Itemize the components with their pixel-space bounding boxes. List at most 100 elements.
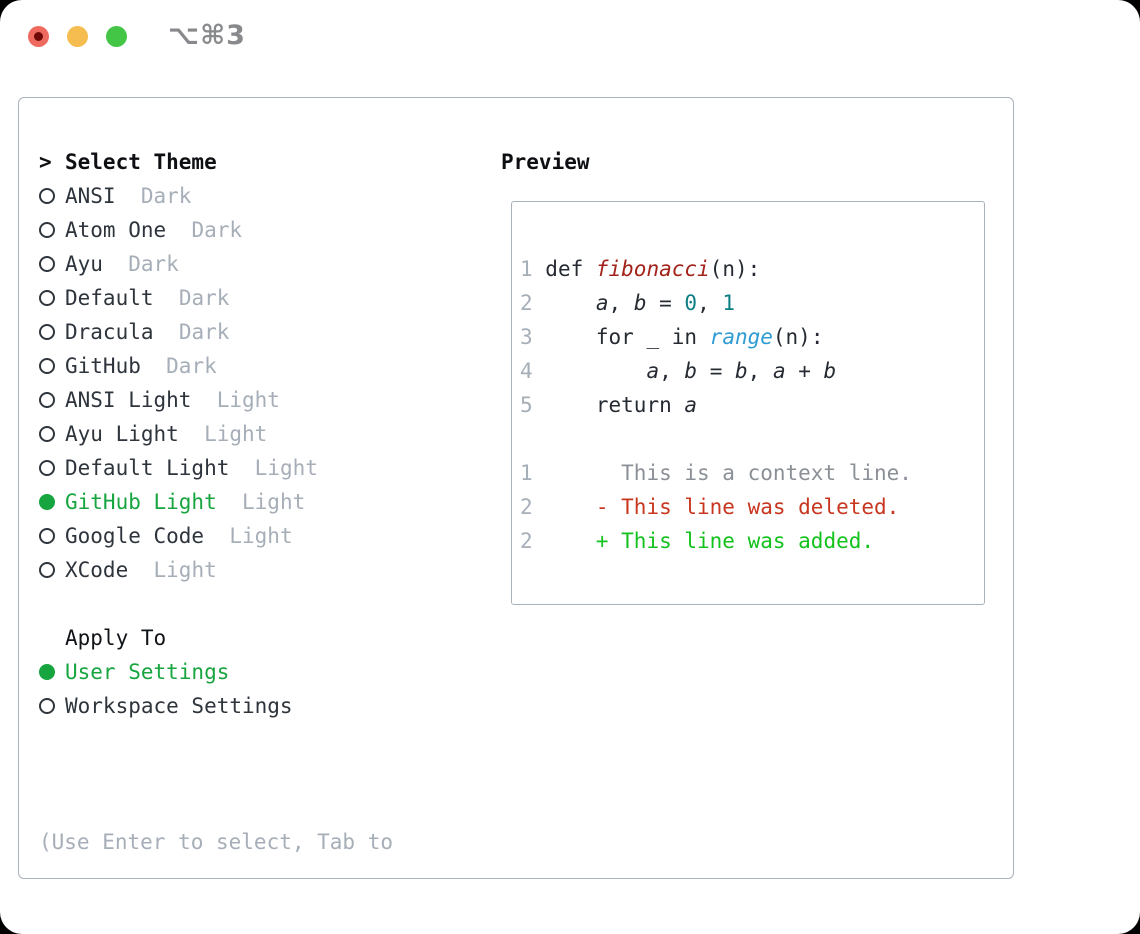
theme-option-default[interactable]: Default Dark bbox=[39, 281, 489, 315]
code-token: for _ in bbox=[545, 325, 710, 349]
theme-option-ayu-light[interactable]: Ayu Light Light bbox=[39, 417, 489, 451]
theme-variant: Dark bbox=[128, 184, 192, 208]
code-token bbox=[545, 359, 646, 383]
diff-line-added: 2 + This line was added. bbox=[520, 524, 984, 558]
code-token bbox=[545, 291, 596, 315]
theme-name: Default Light bbox=[65, 456, 230, 480]
code-token: 1 bbox=[722, 291, 736, 315]
hint-line-2: change focus) bbox=[39, 927, 489, 934]
line-number: 1 bbox=[520, 461, 533, 485]
theme-variant: Dark bbox=[115, 252, 179, 276]
code-line: 3 for _ in range(n): bbox=[520, 320, 984, 354]
theme-name: ANSI bbox=[65, 184, 116, 208]
theme-variant: Dark bbox=[153, 354, 217, 378]
theme-name: Google Code bbox=[65, 524, 205, 548]
code-token: , bbox=[747, 359, 773, 383]
radio-unselected-icon bbox=[39, 222, 65, 238]
line-number: 2 bbox=[520, 495, 533, 519]
line-number: 2 bbox=[520, 529, 533, 553]
radio-unselected-icon bbox=[39, 324, 65, 340]
code-line: 1 def fibonacci(n): bbox=[520, 252, 984, 286]
theme-name: Atom One bbox=[65, 218, 167, 242]
radio-unselected-icon bbox=[39, 562, 65, 578]
theme-option-github-light[interactable]: GitHub Light Light bbox=[39, 485, 489, 519]
diff-line-context: 1 This is a context line. bbox=[520, 456, 984, 490]
code-token: b bbox=[823, 359, 837, 383]
theme-name: Default bbox=[65, 286, 154, 310]
theme-name: XCode bbox=[65, 558, 129, 582]
close-dot-icon bbox=[34, 32, 43, 41]
code-token: return bbox=[545, 393, 685, 417]
code-token: 0 bbox=[684, 291, 698, 315]
maximize-button[interactable] bbox=[106, 26, 127, 47]
code-token: b bbox=[633, 291, 647, 315]
code-token: (n): bbox=[772, 325, 824, 349]
theme-variant: Dark bbox=[166, 286, 230, 310]
spacer bbox=[39, 587, 489, 621]
line-number: 3 bbox=[520, 325, 546, 349]
window-title: ⌥⌘3 bbox=[168, 20, 246, 51]
theme-option-xcode[interactable]: XCode Light bbox=[39, 553, 489, 587]
diff-text: - This line was deleted. bbox=[595, 495, 900, 519]
code-token: = bbox=[646, 291, 685, 315]
apply-option-label: User Settings bbox=[65, 660, 230, 684]
theme-option-google-code[interactable]: Google Code Light bbox=[39, 519, 489, 553]
theme-option-default-light[interactable]: Default Light Light bbox=[39, 451, 489, 485]
code-token: a bbox=[772, 359, 786, 383]
code-token: = bbox=[697, 359, 735, 383]
theme-option-ayu[interactable]: Ayu Dark bbox=[39, 247, 489, 281]
apply-option-workspace-settings[interactable]: Workspace Settings bbox=[39, 689, 489, 723]
line-number: 5 bbox=[520, 393, 546, 417]
diff-text: This is a context line. bbox=[595, 461, 912, 485]
theme-name: ANSI Light bbox=[65, 388, 192, 412]
prompt-caret-icon: > bbox=[39, 150, 52, 174]
code-line: 4 a, b = b, a + b bbox=[520, 354, 984, 388]
code-token: b bbox=[684, 359, 698, 383]
theme-variant: Dark bbox=[166, 320, 230, 344]
close-button[interactable] bbox=[28, 26, 49, 47]
theme-name: Dracula bbox=[65, 320, 154, 344]
theme-variant: Light bbox=[191, 422, 268, 446]
theme-option-ansi-light[interactable]: ANSI Light Light bbox=[39, 383, 489, 417]
theme-variant: Light bbox=[204, 388, 280, 412]
radio-unselected-icon bbox=[39, 426, 65, 442]
select-theme-title: Select Theme bbox=[65, 150, 217, 174]
radio-selected-icon bbox=[39, 664, 65, 680]
apply-option-label: Workspace Settings bbox=[65, 694, 293, 718]
preview-header: Preview bbox=[501, 150, 590, 174]
theme-option-dracula[interactable]: Dracula Dark bbox=[39, 315, 489, 349]
apply-to-header: Apply To bbox=[39, 621, 489, 655]
hint-text: (Use Enter to select, Tab to change focu… bbox=[39, 757, 489, 934]
code-token: a bbox=[646, 359, 660, 383]
theme-variant: Dark bbox=[178, 218, 243, 242]
code-line: 5 return a bbox=[520, 388, 984, 422]
code-token: , bbox=[659, 359, 685, 383]
theme-variant: Light bbox=[140, 558, 217, 582]
select-theme-header: > Select Theme bbox=[39, 145, 489, 179]
hint-line-1: (Use Enter to select, Tab to bbox=[39, 830, 394, 854]
theme-variant: Light bbox=[229, 490, 306, 514]
spacer bbox=[39, 723, 489, 757]
theme-variant: Light bbox=[242, 456, 318, 480]
line-number: 2 bbox=[520, 291, 546, 315]
code-token: , bbox=[608, 291, 634, 315]
code-line: 2 a, b = 0, 1 bbox=[520, 286, 984, 320]
theme-option-ansi[interactable]: ANSI Dark bbox=[39, 179, 489, 213]
theme-name: GitHub Light bbox=[65, 490, 217, 514]
minimize-button[interactable] bbox=[67, 26, 88, 47]
code-token: def bbox=[545, 257, 596, 281]
apply-option-user-settings[interactable]: User Settings bbox=[39, 655, 489, 689]
theme-name: GitHub bbox=[65, 354, 141, 378]
code-token: a bbox=[595, 291, 609, 315]
code-token: range bbox=[709, 325, 773, 349]
code-token: (n): bbox=[709, 257, 761, 281]
theme-option-atom-one[interactable]: Atom One Dark bbox=[39, 213, 489, 247]
theme-option-github[interactable]: GitHub Dark bbox=[39, 349, 489, 383]
radio-unselected-icon bbox=[39, 358, 65, 374]
radio-unselected-icon bbox=[39, 698, 65, 714]
